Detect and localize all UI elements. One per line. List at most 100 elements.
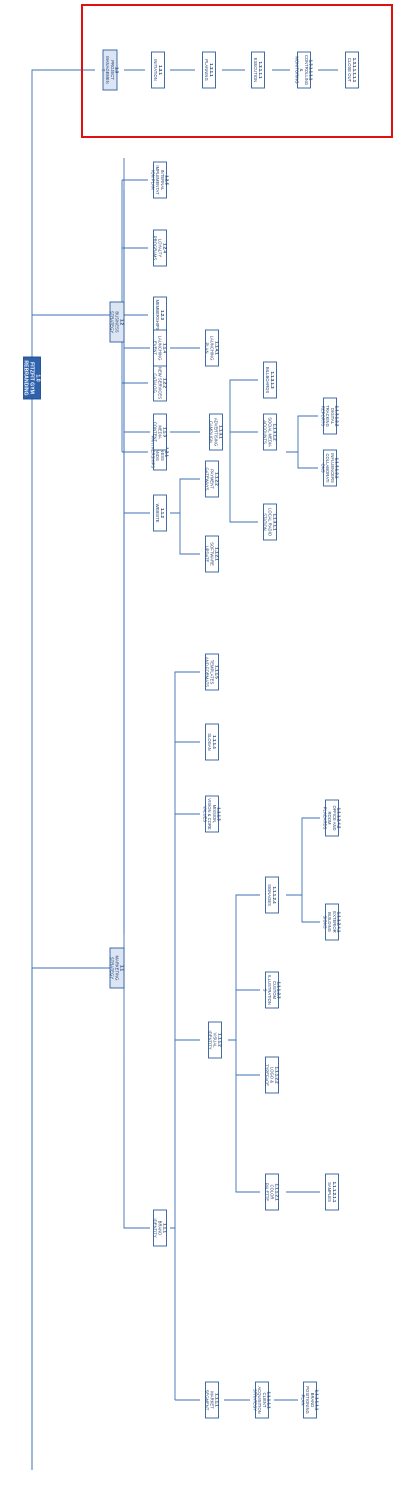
node-templates-id: 1.1.1.5	[214, 665, 219, 679]
node-memberships-id: 1.2.3	[160, 310, 165, 320]
node-payment-gateways-box	[205, 460, 219, 498]
node-influencers-label: INFLUENCERS	[330, 453, 335, 483]
node-website-box	[153, 494, 167, 532]
node-media-content-label: CONTENT	[153, 422, 158, 443]
node-new-services-label: CATALOG	[153, 373, 158, 392]
node-signages-id: 1.1.1.2.4	[272, 886, 277, 904]
node-mission-id: 1.1.1.3	[217, 807, 222, 821]
node-internal-plan-label: INTERNAL	[160, 170, 165, 191]
connector-ad-billboards	[229, 379, 258, 432]
connector-social-digital	[286, 415, 318, 453]
node-controlling-label: CONTROLLING	[304, 55, 309, 85]
node-office-placards-id: 1.1.1.2.4.2	[337, 808, 342, 829]
node-launching-plan-box	[205, 329, 219, 367]
node-mission-label: VISION & CORE	[207, 798, 212, 830]
node-project-management-label: PROJECT	[110, 60, 115, 80]
node-signages-box	[265, 876, 279, 914]
node-exterior-signs-label: SIGNS	[322, 915, 327, 928]
node-client-acquisition-label: STRATEGY	[252, 1389, 257, 1411]
node-mission-label: MISSION,	[212, 805, 217, 824]
node-office-placards-label: ROOM	[327, 811, 332, 825]
node-initiation-label: INITIATION	[153, 59, 158, 81]
node-custom-illustrations-id: 1.1.1.2.3	[277, 981, 282, 999]
node-logo-typeface-id: 1.1.1.2.2	[274, 1066, 279, 1084]
node-digital-reports-id: 1.1.3.1.2.2	[335, 406, 340, 427]
node-fitness-brands-label: BRANDS	[155, 443, 160, 461]
node-billboards-label: BILLBOARDS	[265, 367, 270, 394]
node-launching-event-label: EVENT	[153, 341, 158, 355]
node-templates-label: TEMPLATES	[210, 660, 215, 685]
node-office-placards-label: PLACARDS	[322, 807, 327, 830]
node-software-update-id: 1.1.2.1	[214, 547, 219, 561]
node-close-out-id: 1.3.1.1.1.1.1	[352, 58, 357, 83]
highlight-frame	[81, 4, 393, 138]
node-controlling-label: &	[299, 69, 304, 72]
node-custom-illustrations-label: ILLUSTRATION	[267, 975, 272, 1005]
node-influencers-label: ONS	[320, 463, 325, 472]
node-initiation-id: 1.3.1	[158, 65, 163, 75]
node-exterior-signs-label: BUILDING	[327, 912, 332, 932]
node-digital-reports-label: DIGITAL	[330, 408, 335, 425]
node-root-label: REBRANDING	[23, 360, 29, 395]
node-launching-plan-label: LAUNCHING	[210, 336, 215, 361]
node-project-management-label: T	[100, 69, 105, 72]
node-samples-id: 1.1.1.2.1.1	[332, 1182, 337, 1203]
node-logo-typeface-label: TYPEFACE	[265, 1064, 270, 1086]
node-client-acquisition-label: ACQUISITION	[257, 1386, 262, 1413]
node-client-acquisition-label: CLIENT	[262, 1393, 267, 1408]
node-client-acquisition-box	[255, 1381, 269, 1419]
connector-root-pm	[31, 69, 95, 1470]
node-software-update-label: UPDATE	[205, 546, 210, 563]
node-marketing-strategy-box	[109, 947, 125, 989]
node-loyalty-id: 1.2.4	[162, 243, 167, 253]
connector-web-pay	[170, 478, 200, 514]
node-templates-box	[205, 653, 219, 691]
node-custom-illustrations-label: CUSTOM	[272, 981, 277, 1000]
node-software-update-box	[205, 535, 219, 573]
node-influencers-label: COLLABORATI	[325, 453, 330, 482]
node-billboards-id: 1.1.3.1.3	[270, 371, 275, 389]
node-new-services-label: NEW SERVICES	[158, 367, 163, 399]
node-loyalty-label: PROGRAMS	[153, 236, 158, 261]
node-fitness-brands-label: FITNESS	[160, 443, 165, 461]
node-payment-gateways-label: GATEWAYS	[205, 468, 210, 491]
node-launching-plan-label: PLAN	[205, 343, 210, 354]
node-fitness-brands-label: PARTNERSHIPS	[150, 436, 155, 468]
node-internal-plan-box	[153, 161, 167, 199]
connector-ms-brand	[123, 1060, 150, 1229]
node-payment-gateways-label: PAYMENT	[210, 469, 215, 489]
node-software-update-label: SOFTWARE	[210, 542, 215, 566]
node-brand-identity-label: IDENTITY	[153, 1218, 158, 1237]
node-brand-positioning-id: 1.1.1.1.1.1	[315, 1390, 320, 1411]
node-launching-event-box	[153, 329, 167, 367]
node-color-palette-label: COLOR	[270, 1185, 275, 1200]
connector-vi-signages	[228, 894, 260, 1041]
node-social-media-id: 1.1.3.1.2	[272, 423, 277, 441]
node-project-management-id: 1.3	[115, 67, 120, 74]
node-exterior-signs-box	[325, 903, 339, 941]
node-office-placards-box	[325, 799, 339, 837]
